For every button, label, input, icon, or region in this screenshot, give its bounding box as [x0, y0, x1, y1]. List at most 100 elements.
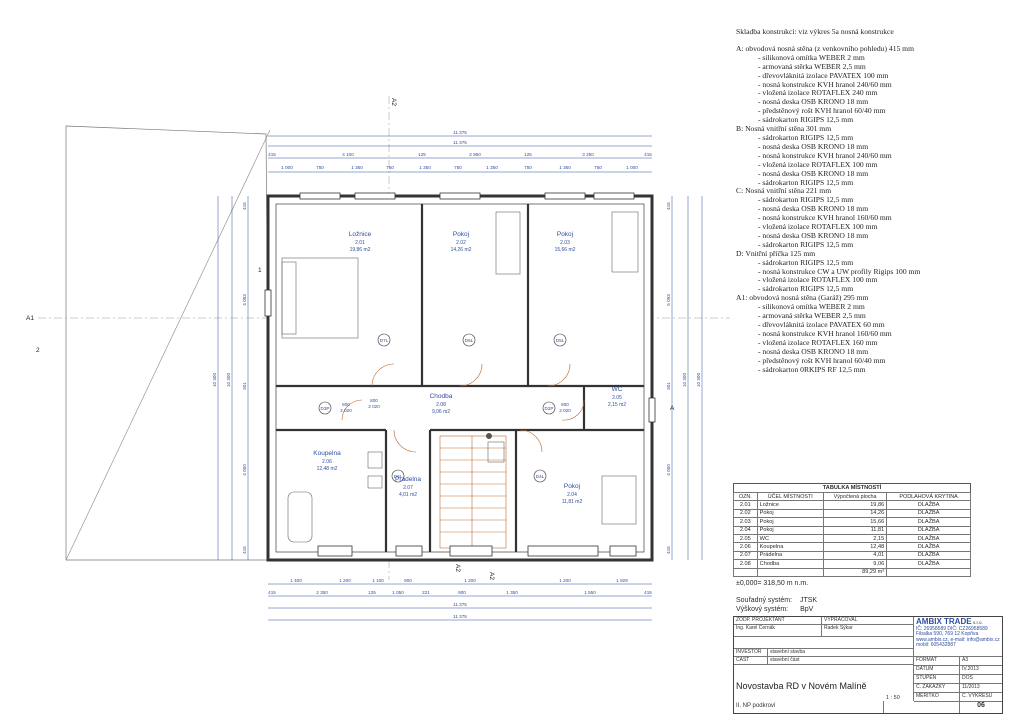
- dim-label: 750: [316, 165, 324, 170]
- section-mark: A2: [488, 572, 495, 580]
- spec-layer: - armovaná stěrka WEBER 2,5 mm: [758, 61, 866, 71]
- spec-section-title: D: Vnitřní příčka 125 mm: [736, 248, 816, 258]
- room-area: 14,26 m2: [451, 247, 472, 253]
- spec-layer: - sádrokarton RIGIPS 12,5 mm: [758, 195, 854, 205]
- drawn-name: Radek Sýkar: [822, 625, 914, 637]
- field-value: 11/2013: [960, 684, 1002, 693]
- floor-plan: D7L D6L D5L D3P D2P D6L D4L 800 2 020 80…: [26, 96, 730, 621]
- door-tag: D5L: [556, 338, 565, 343]
- col-header: PODLAHOVÁ KRYTINA: [886, 491, 971, 502]
- lead-label: ZODP. PROJEKTANT: [734, 617, 822, 625]
- door-tag: D4L: [536, 474, 545, 479]
- company-name: AMBIX TRADE: [916, 617, 972, 626]
- spec-section-title: A1: obvodová nosná stěna (Garáž) 295 mm: [736, 293, 869, 303]
- door-tag: D7L: [380, 338, 389, 343]
- part-value: stavební část: [768, 657, 914, 665]
- spec-layer: - sádrokarton RIGIPS 12,5 mm: [758, 284, 854, 294]
- table-cell: 12,48: [822, 542, 888, 552]
- table-cell: 2.07: [733, 550, 758, 561]
- dim-label: 4 083: [242, 294, 247, 306]
- company-box: AMBIX TRADE s.r.o. IČ: 26958589 DIČ: CZ2…: [914, 617, 1002, 657]
- section-mark: 2: [36, 347, 40, 354]
- dim-label: 2 950: [469, 152, 481, 157]
- project-title: Novostavba RD v Novém Malíně: [734, 665, 914, 701]
- dim-label: 125: [524, 152, 532, 157]
- dim-label: 11 375: [453, 602, 467, 607]
- furniture: [281, 211, 639, 543]
- dim-label: 750: [524, 165, 532, 170]
- spec-layer: - sádrokarton RIGIPS 12,5 mm: [758, 115, 854, 125]
- door-tag: D6L: [394, 474, 403, 479]
- col-header: OZN.: [733, 491, 758, 502]
- dim-label: 1 400: [290, 578, 302, 583]
- field-value: A3: [960, 657, 1002, 666]
- spec-layer: - silikonová omítka WEBER 2 mm: [758, 302, 865, 312]
- table-cell: Pokoj: [756, 508, 824, 519]
- table-cell: DLAŽBA: [886, 500, 971, 510]
- dimension-labels-top: 11 375 11 375 415 4 100 125 2 950 125 3 …: [268, 130, 652, 170]
- dim-label: 1 350: [351, 165, 363, 170]
- dim-label: 10 300: [696, 373, 701, 387]
- dim-label: 1 050: [392, 590, 404, 595]
- table-cell: Chodba: [756, 559, 824, 569]
- company-line: Fibalka 590, 769 12 Kopřiva: [916, 631, 979, 638]
- spec-layer: - nosná deska OSB KRONO 18 mm: [758, 230, 869, 240]
- room-name: Koupelna: [313, 450, 341, 457]
- table-cell: Koupelna: [756, 542, 824, 552]
- room-number: 2.07: [403, 485, 413, 491]
- dim-label: 1 200: [339, 578, 351, 583]
- dim-label: 221: [422, 590, 430, 595]
- height-system-label: Výškový systém:: [736, 606, 789, 613]
- spec-layer: - sádrokarton 0RKIPS RF 12,5 mm: [758, 364, 866, 374]
- room-area: 15,66 m2: [555, 247, 576, 253]
- roof-diagonal: [65, 129, 271, 561]
- col-header: Výpočtená plocha: [822, 491, 888, 502]
- room-number: 2.05: [612, 395, 622, 401]
- spec-layer: - nosná deska OSB KRONO 18 mm: [758, 141, 869, 151]
- room-name: Ložnice: [349, 231, 372, 238]
- room-area: 2,15 m2: [608, 402, 626, 408]
- table-cell: 19,86: [822, 500, 888, 510]
- spec-layer: - nosná konstrukce CW a UW profily Rigip…: [758, 266, 921, 276]
- field-value: IV.2013: [960, 666, 1002, 675]
- door-tag: D2P: [545, 406, 554, 411]
- dim-label: 900: [404, 578, 412, 583]
- spec-layer: - vložená izolace ROTAFLEX 160 mm: [758, 337, 878, 347]
- dim-label: 301: [242, 382, 247, 390]
- table-cell: 2.04: [733, 525, 758, 535]
- dim-label: 415: [644, 152, 652, 157]
- table-cell: [886, 567, 971, 577]
- dimension-labels-left: 415 4 083 301 4 050 415 10 300 10 300: [212, 202, 247, 554]
- room-labels: Ložnice 2.01 19,86 m2 Pokoj 2.02 14,26 m…: [313, 231, 626, 505]
- dim-label: 415: [242, 202, 247, 210]
- spec-layer: - sádrokarton RIGIPS 12,5 mm: [758, 177, 854, 187]
- room-area: 12,48 m2: [317, 466, 338, 472]
- spec-layer: - předstěnový rošt KVH hranol 60/40 mm: [758, 355, 886, 365]
- table-cell: DLAŽBA: [886, 533, 971, 544]
- dim-label: 1 350: [486, 165, 498, 170]
- field-label: FORMÁT: [914, 657, 960, 666]
- room-number: 2.04: [567, 492, 577, 498]
- dim-label: 1 350: [559, 165, 571, 170]
- investor-label: INVESTOR: [734, 649, 768, 657]
- room-number: 2.06: [322, 459, 332, 465]
- section-mark: 1: [258, 267, 262, 274]
- field-value: DOS: [960, 675, 1002, 684]
- section-mark: A2: [454, 564, 461, 572]
- dim-label: 3 250: [582, 152, 594, 157]
- spec-layer: - vložená izolace ROTAFLEX 240 mm: [758, 88, 878, 98]
- spec-layer: - sádrokarton RIGIPS 12,5 mm: [758, 239, 854, 249]
- spec-header: Skladba konstrukcí: viz výkres 5a nosná …: [736, 27, 894, 36]
- dim-label: 1 000: [281, 165, 293, 170]
- spec-layer: - nosná konstrukce KVH hranol 160/60 mm: [758, 328, 892, 338]
- company-line: mobil: 605432887: [916, 642, 956, 649]
- table-cell: DLAŽBA: [886, 517, 971, 527]
- spec-sections: A: obvodová nosná stěna (z venkovního po…: [736, 44, 1016, 375]
- door-width: 800: [342, 402, 350, 407]
- table-cell: 2,15: [822, 533, 888, 544]
- spec-layer: - sádrokarton RIGIPS 12,5 mm: [758, 132, 854, 142]
- table-cell: Ložnice: [756, 500, 824, 510]
- table-cell: Prádelna: [756, 550, 824, 561]
